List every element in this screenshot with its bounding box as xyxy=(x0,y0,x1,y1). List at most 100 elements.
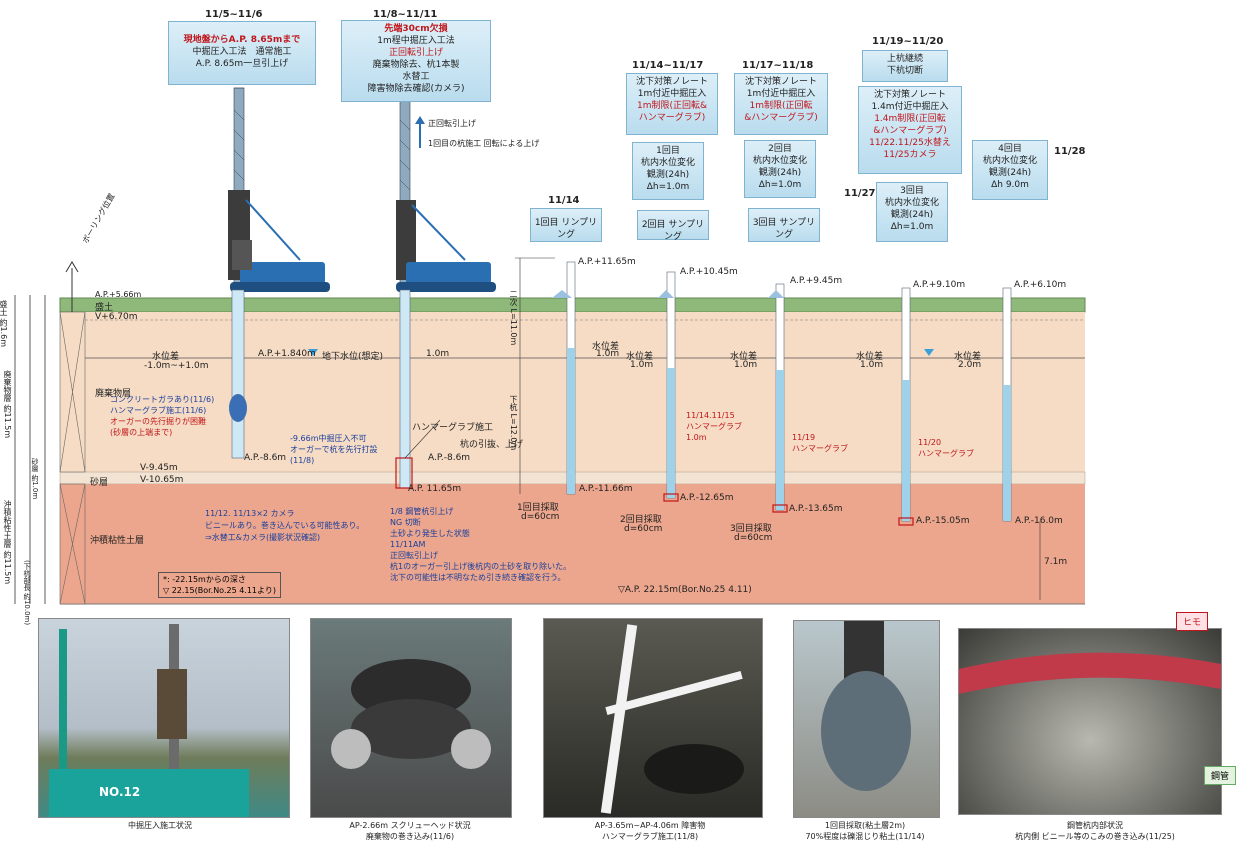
phase-4-obs-4: Δh=1.0m xyxy=(758,180,802,190)
pile1-top: A.P.+11.65m xyxy=(578,257,636,267)
pile2-bottom-5: 正回転引上げ xyxy=(390,551,438,560)
sampling-1-box: 1回目 リンプリング xyxy=(530,208,602,242)
pile3-wd: 1.0m xyxy=(734,360,758,370)
pile2-limit-3: (11/8) xyxy=(290,456,315,465)
phase-5-line-1: 沈下対策ノレート xyxy=(873,90,946,100)
pile2-d: d=60cm xyxy=(624,524,663,534)
pile4-note-2: ハンマーグラブ xyxy=(918,449,974,458)
phase-3-line-1: 沈下対策ノレート xyxy=(635,77,708,87)
phase-1-line-1: 現地盤からA.P. 8.65mまで xyxy=(183,35,301,45)
sand-label: 砂層 xyxy=(90,478,109,488)
photo-2-caption-2: 廃棄物の巻き込み(11/6) xyxy=(365,832,455,841)
pile2-bottom-2: NG 切断 xyxy=(390,518,421,527)
water-diff-value: -1.0m~+1.0m xyxy=(144,361,209,371)
photo-3-caption: AP-3.65m~AP-4.06m 障害物 ハンマーグラブ施工(11/8) xyxy=(540,820,760,842)
pile4-water: 水位差 xyxy=(856,352,884,362)
pile2-note-3: 1.0m xyxy=(686,433,707,442)
pile2-bottom-6: 杭1のオーガー引上げ後杭内の土砂を取り除いた。 xyxy=(390,562,572,571)
callout-steel-pipe: 鋼管 xyxy=(1204,766,1237,785)
pile1-d: d=60cm xyxy=(521,512,560,522)
phase-4-line-2: 1m付近中掘圧入 xyxy=(746,89,816,99)
obs4-line-2: 杭内水位変化 xyxy=(982,156,1037,166)
pile2-water: 水位差 xyxy=(626,352,654,362)
pile-1-graphic xyxy=(566,261,576,495)
pile1-len: 下杭 L=12.0m xyxy=(509,395,518,451)
phase-4-line-4: &ハンマーグラブ) xyxy=(744,113,818,123)
clay-label: 沖積粘性土層 xyxy=(90,536,145,546)
phase-5-date: 11/19~11/20 xyxy=(872,36,944,47)
pile1-notes: コンクリートガラあり(11/6) ハンマーグラブ施工(11/6) オーガーの先行… xyxy=(110,394,214,438)
photo-3-caption-1: AP-3.65m~AP-4.06m 障害物 xyxy=(594,821,706,830)
pile3-water: 水位差 xyxy=(730,352,758,362)
pile3-d: d=60cm xyxy=(734,533,773,543)
sampling-2-box: 2回目 サンプリング xyxy=(637,210,709,242)
pile2-ap86-label: A.P.-8.6m xyxy=(428,453,471,463)
pile2-pull-label: 杭の引抜、上げ xyxy=(460,440,524,450)
pile2-take: 2回目採取 xyxy=(620,515,662,525)
obs4-line-4: Δh 9.0m xyxy=(991,180,1029,190)
pile-5-graphic xyxy=(1002,287,1012,522)
pile5-bottom-len: 7.1m xyxy=(1044,557,1068,567)
pile2-note-2: ハンマーグラブ xyxy=(686,422,742,431)
pile1-take: 1回目採取 xyxy=(517,503,559,513)
phase-4-line-3: 1m制限(正回転 xyxy=(749,101,813,111)
phase-5-line-5: 11/22.11/25水替え xyxy=(869,138,951,148)
pile2-bottom-1: 1/8 鋼管杭引上げ xyxy=(390,507,454,516)
phase-3-obs-2: 杭内水位変化 xyxy=(640,158,695,168)
phase-1-line-2: 中掘圧入工法 通常施工 xyxy=(192,47,292,57)
phase-2-line-4: 廃棄物除去、杭1本製 xyxy=(372,60,460,70)
ap-bottom-label: ▽A.P. 22.15m(Bor.No.25 4.11) xyxy=(618,585,752,595)
phase-3-obs-1: 1回目 xyxy=(656,146,680,156)
pile4-note: 11/20 ハンマーグラブ xyxy=(918,437,974,459)
surface-label: 盛土 xyxy=(95,303,114,313)
phase-5-obs-1: 3回目 xyxy=(900,186,924,196)
camera-note: 11/12. 11/13×2 カメラ ビニールあり。巻き込んでいる可能性あり。 … xyxy=(205,508,364,544)
sampling-1-date: 11/14 xyxy=(548,195,580,206)
pile1-water: 水位差 xyxy=(592,342,620,352)
obs4-line-3: 観測(24h) xyxy=(988,168,1032,178)
waste-layer-label: 廃棄物層 xyxy=(95,389,132,399)
phase-3-line-2: 1m付近中掘圧入 xyxy=(637,89,707,99)
photo-3-caption-2: ハンマーグラブ施工(11/8) xyxy=(601,832,699,841)
pile3-take: 3回目採取 xyxy=(730,524,772,534)
v670-label: V+6.70m xyxy=(95,312,138,322)
pile-2-graphic xyxy=(663,271,679,502)
pile1-note-2: ハンマーグラブ施工(11/6) xyxy=(110,406,207,415)
photo-5-caption-1: 鋼管杭内部状況 xyxy=(1067,821,1123,830)
callout-string: ヒモ xyxy=(1176,612,1209,631)
pile1-note-1: コンクリートガラあり(11/6) xyxy=(110,395,215,404)
groundwater-label: 地下水位(想定) xyxy=(322,352,384,362)
photo-4-caption: 1回目採取(粘土層2m) 70%程度は礫混じり粘土(11/14) xyxy=(790,820,940,842)
depth-legend: *: -22.15mからの深さ ▽ 22.15(Bor.No.25 4.11より… xyxy=(158,572,281,598)
pile1-bottom: A.P.-11.66m xyxy=(579,484,633,494)
pile1-note-3: オーガーの先行掘りが困難 xyxy=(110,417,206,426)
phase-5-line-4: &ハンマーグラブ) xyxy=(873,126,947,136)
pile2-bottom-3: 土砂より発生した状態 xyxy=(390,529,470,538)
phase-3-obs-3: 観測(24h) xyxy=(646,170,690,180)
phase-5-box: 沈下対策ノレート 1.4m付近中掘圧入 1.4m制限(正回転 &ハンマーグラブ)… xyxy=(858,86,962,174)
photo-obstacle xyxy=(543,618,763,818)
phase-5-obs-2: 杭内水位変化 xyxy=(884,198,939,208)
phase-4-obs-3: 観測(24h) xyxy=(758,168,802,178)
pile2-reverse-label: 正回転引上げ xyxy=(428,119,476,128)
photo-pile-inside xyxy=(958,628,1222,815)
pile2-limit-notes: -9.66m中掘圧入不可 オーガーで杭を先行打設 (11/8) xyxy=(290,433,378,466)
pile-3-graphic xyxy=(772,283,788,513)
pile3-note-1: 11/19 xyxy=(792,433,816,442)
phase-2-line-2: 1m程中掘圧入工法 xyxy=(377,36,455,46)
pile3-note-2: ハンマーグラブ xyxy=(792,444,848,453)
v1065-label: V-10.65m xyxy=(140,475,184,485)
ground-ap-label: A.P.+5.66m xyxy=(95,290,142,299)
phase-5-line-3: 1.4m制限(正回転 xyxy=(874,114,946,124)
pile2-rot-label: 1回目の杭施工 回転による上げ xyxy=(428,139,540,148)
photo-5-caption-2: 杭内側 ビニール等のこみの巻き込み(11/25) xyxy=(1015,832,1175,841)
obs4-line-1: 4回目 xyxy=(998,144,1022,154)
depth-legend-1: *: -22.15mからの深さ xyxy=(163,575,246,584)
phase-2-line-6: 障害物除去確認(カメラ) xyxy=(367,84,465,94)
pile5-top: A.P.+6.10m xyxy=(1014,280,1067,290)
obs4-date: 11/28 xyxy=(1054,146,1086,157)
phase-4-box: 沈下対策ノレート 1m付近中掘圧入 1m制限(正回転 &ハンマーグラブ) xyxy=(734,73,828,135)
pile2-bottom-4: 11/11AM xyxy=(390,540,426,549)
date-1127: 11/27 xyxy=(844,188,876,199)
